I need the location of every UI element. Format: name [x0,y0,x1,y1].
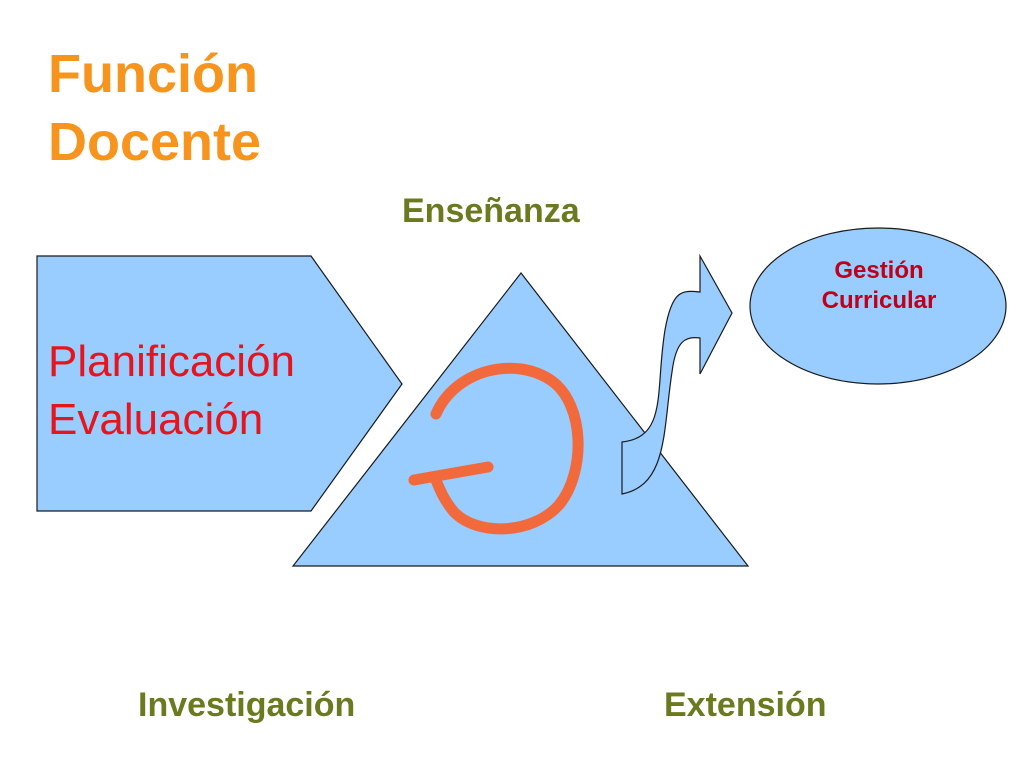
label-investigacion: Investigación [138,686,356,724]
label-ensenanza: Enseñanza [402,192,580,230]
ellipse-shape [749,227,1007,385]
pentagon-text: Planificación Evaluación [48,333,295,449]
pentagon-line-2: Evaluación [48,395,264,444]
pentagon-arrow-shape [36,255,403,512]
pentagon-line-1: Planificación [48,337,296,386]
ellipse-line-1: Gestión [834,257,924,284]
title-line-2: Docente [48,112,262,172]
ellipse-line-2: Curricular [821,287,937,314]
label-extension: Extensión [664,686,827,724]
triangle-shape [291,272,750,567]
ellipse-text: Gestión Curricular [752,256,1006,316]
curved-up-arrow-icon [621,253,733,495]
slide-title: Función Docente [48,40,261,176]
title-line-1: Función [48,44,258,104]
circular-arrow-icon [408,362,584,535]
